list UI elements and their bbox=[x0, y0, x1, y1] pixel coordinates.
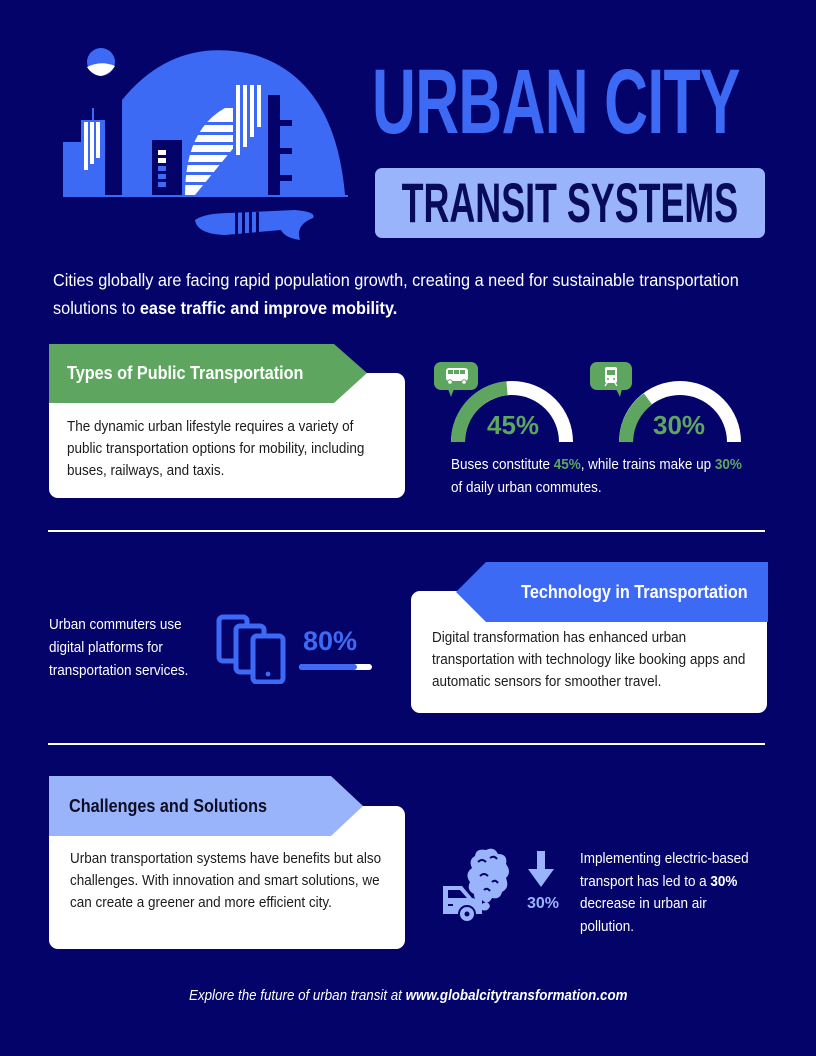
train-icon bbox=[604, 367, 622, 397]
challenges-heading: Challenges and Solutions bbox=[69, 795, 268, 816]
pollution-stat-text: Implementing electric-based transport ha… bbox=[580, 848, 757, 938]
intro-text: Cities globally are facing rapid populat… bbox=[53, 270, 739, 318]
tech-stat-value: 80% bbox=[303, 626, 358, 656]
types-body: The dynamic urban lifestyle requires a v… bbox=[67, 419, 365, 479]
tech-progress-bar bbox=[299, 664, 372, 670]
city-skyline-illustration bbox=[55, 40, 355, 245]
mobile-devices-icon bbox=[216, 614, 288, 685]
page-title: URBAN CITY bbox=[372, 51, 740, 153]
tech-heading: Technology in Transportation bbox=[521, 581, 748, 602]
pollution-bold-value: 30% bbox=[710, 873, 738, 890]
tech-body: Digital transformation has enhanced urba… bbox=[432, 630, 746, 690]
caption-text: of daily urban commutes. bbox=[451, 480, 602, 496]
page-subtitle: TRANSIT SYSTEMS bbox=[401, 171, 739, 234]
caption-text: Buses constitute bbox=[451, 457, 554, 473]
arrow-down-icon bbox=[527, 851, 555, 892]
subtitle-pill: TRANSIT SYSTEMS bbox=[375, 168, 765, 238]
train-gauge-arc bbox=[619, 381, 741, 443]
section-divider bbox=[48, 530, 765, 532]
intro-bold: ease traffic and improve mobility. bbox=[139, 298, 398, 318]
train-bubble bbox=[590, 362, 632, 397]
types-heading: Types of Public Transportation bbox=[67, 363, 304, 383]
tech-progress-fill bbox=[299, 664, 358, 670]
challenges-banner: Challenges and Solutions bbox=[49, 776, 363, 836]
caption-train-value: 30% bbox=[714, 457, 742, 473]
section-divider bbox=[48, 743, 765, 745]
bus-bubble bbox=[434, 362, 478, 397]
footer-link[interactable]: www.globalcitytransformation.com bbox=[405, 988, 628, 1004]
train-gauge: 30% bbox=[590, 360, 745, 445]
skyline-icon bbox=[63, 48, 348, 242]
types-banner: Types of Public Transportation bbox=[49, 344, 367, 403]
train-gauge-value: 30% bbox=[653, 410, 706, 440]
car-pollution-icon bbox=[440, 848, 520, 923]
pollution-stat-value: 30% bbox=[527, 895, 560, 912]
footer-text: Explore the future of urban transit at bbox=[188, 988, 406, 1004]
types-caption: Buses constitute 45%, while trains make … bbox=[451, 454, 749, 500]
pollution-text: decrease in urban air pollution. bbox=[580, 896, 707, 935]
pollution-text: Implementing electric-based transport ha… bbox=[580, 851, 749, 890]
tech-stat-text: Urban commuters use digital platforms fo… bbox=[49, 617, 189, 679]
intro-paragraph: Cities globally are facing rapid populat… bbox=[53, 266, 769, 322]
bus-gauge-value: 45% bbox=[487, 410, 540, 440]
footer: Explore the future of urban transit at w… bbox=[0, 988, 816, 1004]
bus-gauge: 45% bbox=[432, 360, 577, 445]
caption-text: , while trains make up bbox=[580, 457, 715, 473]
bus-icon bbox=[446, 368, 468, 397]
caption-bus-value: 45% bbox=[553, 457, 581, 473]
challenges-body: Urban transportation systems have benefi… bbox=[70, 851, 382, 911]
bus-gauge-arc bbox=[451, 381, 573, 443]
tech-banner: Technology in Transportation bbox=[456, 562, 768, 622]
